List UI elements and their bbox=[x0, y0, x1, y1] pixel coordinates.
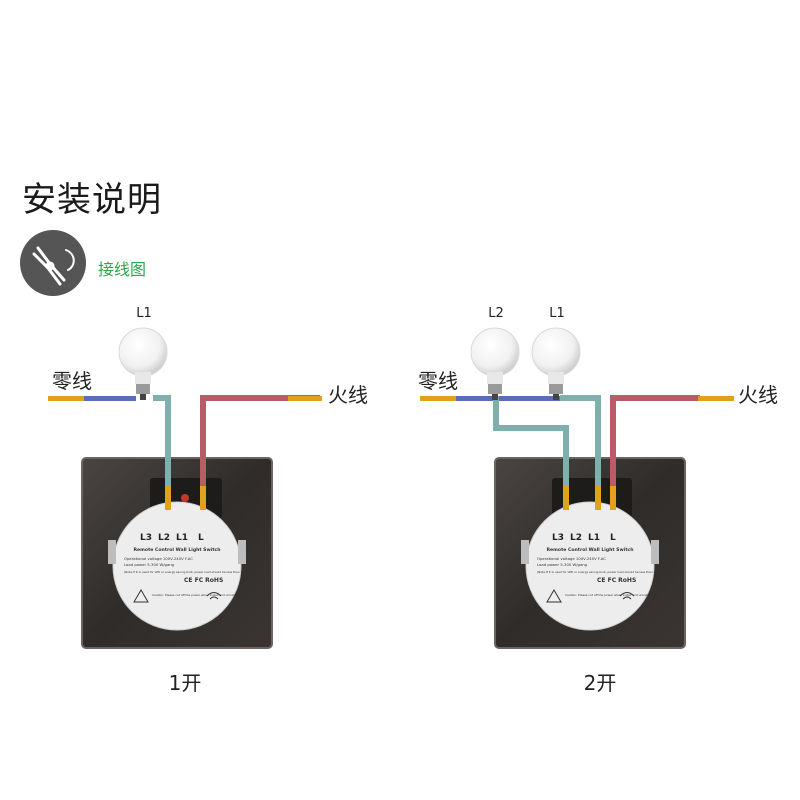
warning-icon bbox=[546, 589, 562, 603]
sticker-caution: Caution: Please cut off the power when i… bbox=[152, 593, 245, 597]
live-wire-tip bbox=[698, 396, 734, 401]
sticker-caution: Caution: Please cut off the power when i… bbox=[565, 593, 658, 597]
bulb-label: L1 bbox=[136, 306, 152, 321]
sticker-marks: CE FC RoHS bbox=[597, 577, 636, 584]
caption: 2开 bbox=[584, 671, 617, 695]
live-wire bbox=[200, 395, 320, 500]
live-label: 火线 bbox=[328, 383, 368, 407]
bulb-l1 bbox=[118, 327, 168, 400]
neutral-label: 零线 bbox=[52, 369, 92, 393]
live-wire bbox=[610, 395, 700, 500]
sticker-title: Remote Control Wall Light Switch bbox=[133, 547, 220, 553]
terminal-label: L3 bbox=[140, 533, 152, 543]
page-title: 安装说明 bbox=[22, 180, 162, 220]
terminal-label: L1 bbox=[176, 533, 188, 543]
terminal-label: L1 bbox=[588, 533, 600, 543]
sticker-note: (Note:If it is used for LED or energy sa… bbox=[537, 570, 671, 574]
neutral-label: 零线 bbox=[418, 369, 458, 393]
sticker-marks: CE FC RoHS bbox=[184, 577, 223, 584]
sticker-note: (Note:If it is used for LED or energy sa… bbox=[124, 570, 258, 574]
neutral-wire bbox=[84, 396, 136, 401]
live-wire-tip bbox=[288, 396, 322, 401]
terminal-label: L2 bbox=[158, 533, 170, 543]
switch-module bbox=[525, 501, 655, 631]
terminal-label: L3 bbox=[552, 533, 564, 543]
warning-icon bbox=[133, 589, 149, 603]
neutral-wire-tip bbox=[420, 396, 456, 401]
terminal-label: L bbox=[610, 533, 616, 543]
terminal-label: L bbox=[198, 533, 204, 543]
sticker-power: Load power 5-300 W/gang bbox=[537, 562, 588, 567]
sticker-power: Load power 5-300 W/gang bbox=[124, 562, 175, 567]
pliers-icon bbox=[20, 230, 86, 296]
diagram-2-gang: L2 L1 零线 火线 L3 L2 L1 L Remote Control Wa… bbox=[418, 306, 778, 695]
wifi-icon bbox=[206, 592, 222, 600]
bulb-l2 bbox=[470, 327, 520, 400]
neutral-wire-tip bbox=[48, 396, 84, 401]
wiring-diagram-label: 接线图 bbox=[98, 260, 147, 279]
wifi-icon bbox=[619, 592, 635, 600]
diagram-1-gang: L1 零线 火线 L3 L2 L1 L Remote Control Wall … bbox=[48, 306, 368, 695]
sticker-voltage: Operational voltage 100V-240V F.AC bbox=[124, 556, 193, 561]
terminal-label: L2 bbox=[570, 533, 582, 543]
sticker-title: Remote Control Wall Light Switch bbox=[546, 547, 633, 553]
neutral-wire bbox=[456, 396, 560, 401]
load-wire-l1 bbox=[153, 395, 171, 500]
bulb-label: L2 bbox=[488, 306, 504, 321]
sticker-voltage: Operational voltage 100V-240V F.AC bbox=[537, 556, 606, 561]
load-wire-l2 bbox=[493, 396, 569, 500]
bulb-label: L1 bbox=[549, 306, 565, 321]
load-wire-l1 bbox=[560, 395, 601, 500]
live-label: 火线 bbox=[738, 383, 778, 407]
switch-module bbox=[112, 501, 242, 631]
caption: 1开 bbox=[169, 671, 202, 695]
bulb-l1 bbox=[531, 327, 581, 400]
